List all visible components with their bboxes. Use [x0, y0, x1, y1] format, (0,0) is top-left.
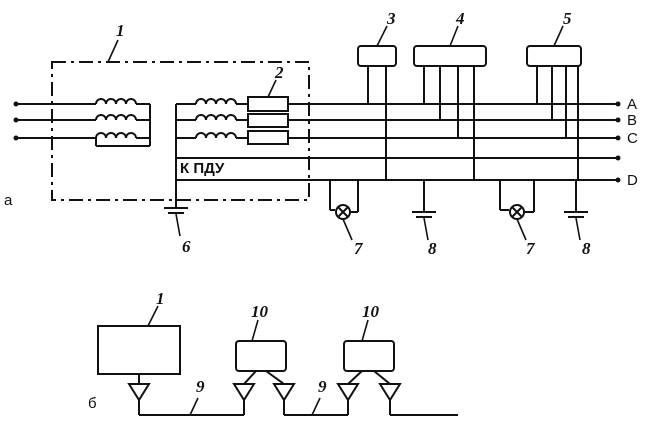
incoming-lines [13, 101, 96, 141]
load-5 [526, 45, 582, 180]
load-4 [413, 45, 487, 180]
diagram-a: 1 2 3 4 5 6 7 8 7 8 A B C D К ПДУ а [4, 9, 638, 258]
sub-label-a: а [4, 192, 13, 209]
diagram-b: 1 10 10 [88, 289, 458, 416]
lamp-7-left [329, 180, 359, 241]
callout-4: 4 [455, 9, 465, 28]
callout-1: 1 [116, 21, 125, 40]
antenna-1 [127, 374, 244, 416]
coil-group-left [95, 98, 151, 147]
ground-8-right [564, 180, 588, 241]
callout-leaders-a [107, 25, 564, 98]
callout-b-10-left: 10 [251, 302, 269, 321]
box-1 [97, 325, 181, 375]
bus-label-b: B [627, 112, 637, 129]
kpdu-label: К ПДУ [180, 160, 225, 177]
callout-5: 5 [563, 9, 572, 28]
load-3 [357, 45, 397, 180]
lamp-7-right [499, 180, 535, 241]
ground-8-left [412, 180, 436, 241]
fuses-2 [247, 96, 296, 145]
bus-label-a: A [627, 96, 637, 113]
bus-lines [176, 101, 621, 183]
callout-2: 2 [274, 63, 284, 82]
enclosure-1 [51, 61, 310, 201]
antenna-pair-left [232, 370, 348, 416]
ground-6 [164, 180, 188, 237]
callout-b-9-right: 9 [318, 377, 327, 396]
coil-group-right [175, 98, 248, 205]
callout-b-10-right: 10 [362, 302, 380, 321]
callout-6: 6 [182, 237, 191, 256]
sub-label-b: б [88, 395, 97, 412]
antenna-pair-right [336, 370, 458, 416]
callout-7-left: 7 [354, 239, 364, 258]
callout-b-1: 1 [156, 289, 165, 308]
callout-8-right: 8 [582, 239, 591, 258]
callout-7-right: 7 [526, 239, 536, 258]
bus-label-c: C [627, 130, 638, 147]
bus-label-d: D [627, 172, 638, 189]
box-10-right [343, 340, 395, 372]
callout-b-9-left: 9 [196, 377, 205, 396]
box-10-left [235, 340, 287, 372]
callout-3: 3 [386, 9, 396, 28]
callout-8-left: 8 [428, 239, 437, 258]
